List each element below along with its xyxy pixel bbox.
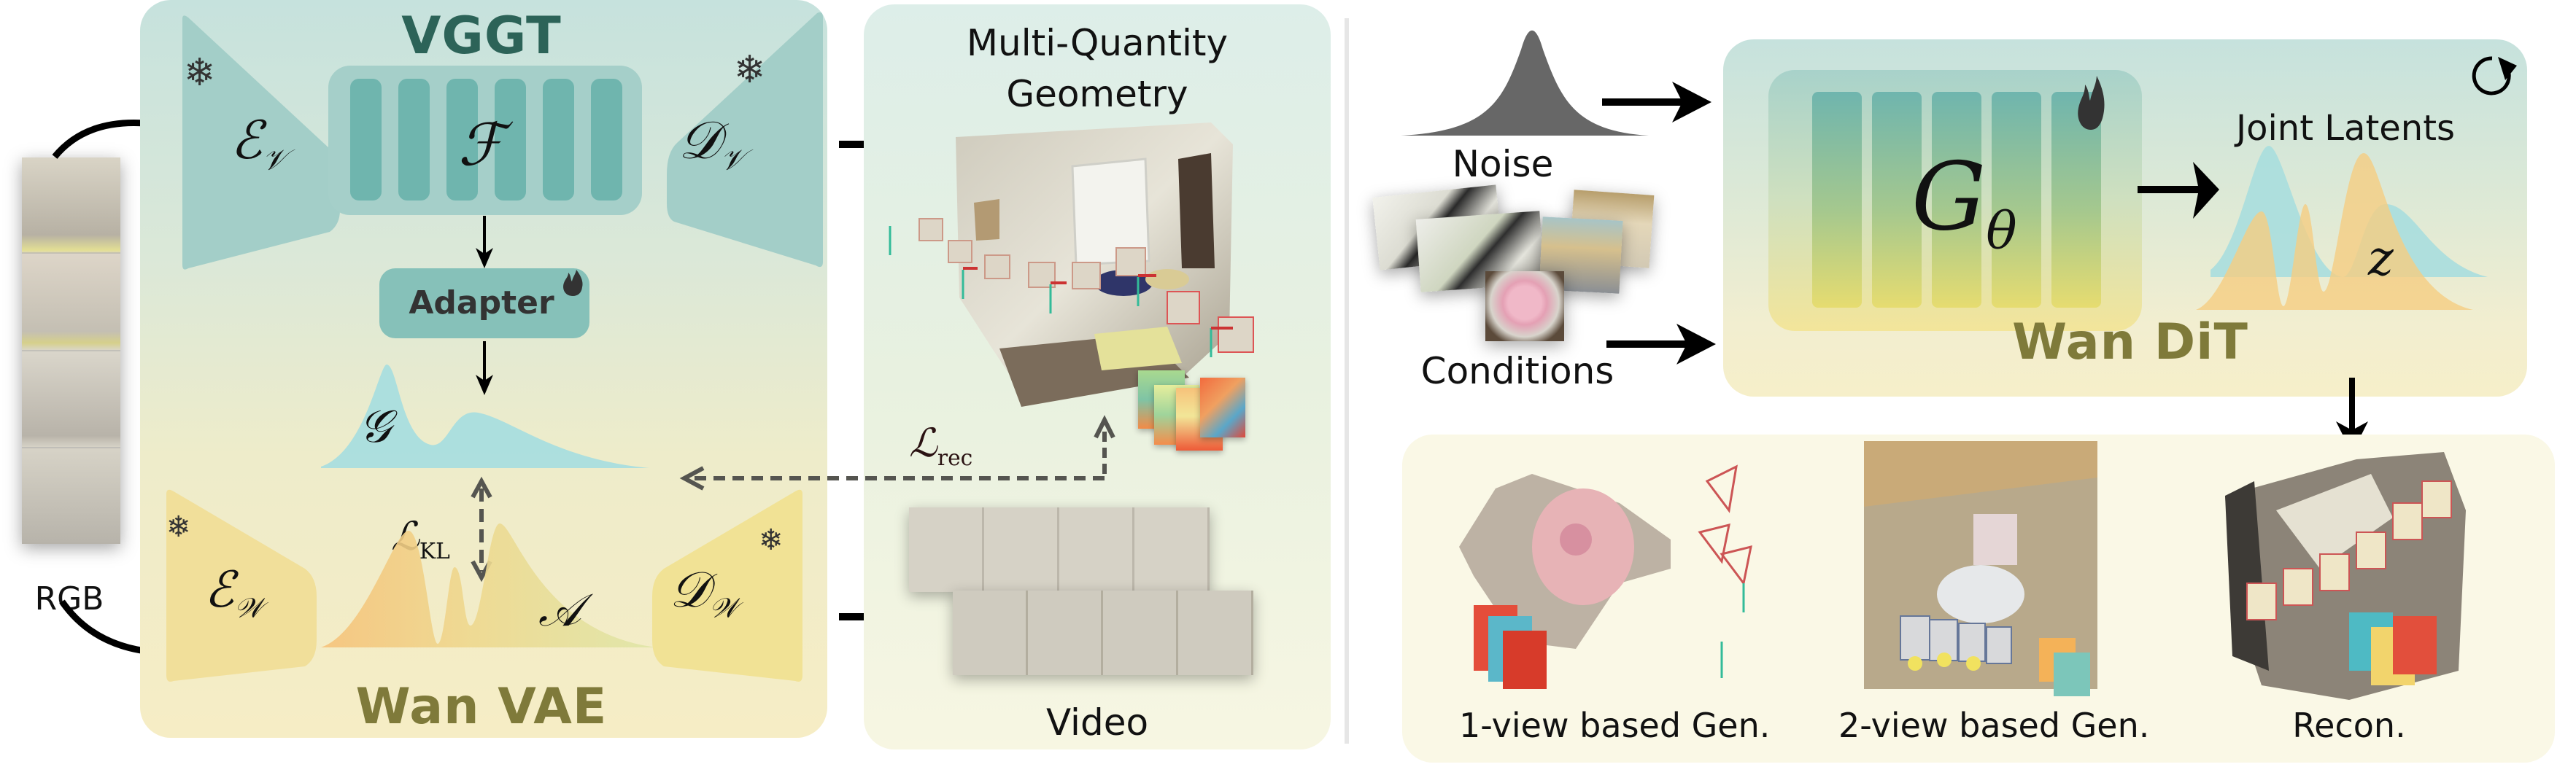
adapter-block	[379, 268, 589, 338]
video-frames	[909, 507, 1210, 592]
decoder-subscript: 𝒲	[709, 591, 738, 624]
condition-image-teddy-bear	[1485, 271, 1564, 341]
camera-trajectory	[889, 218, 1254, 357]
adapter-to-geometry-latent-arrow	[476, 341, 493, 395]
geometry-title-line2: Geometry	[1006, 73, 1188, 115]
decoder-symbol: 𝒟	[670, 561, 710, 619]
noise-distribution	[1401, 30, 1649, 136]
vggt-layer-3	[446, 79, 478, 200]
dit-layer-1	[1812, 92, 1862, 308]
vggt-backbone-symbol: ℱ	[458, 111, 504, 179]
adapter-flame-icon	[563, 270, 583, 296]
encoder-symbol: ℰ	[231, 109, 263, 171]
geometry-point-cloud	[956, 122, 1233, 407]
wan-vae-decoder-symbol: 𝒟𝒲	[670, 561, 738, 625]
dit-layer-3	[1932, 92, 1981, 308]
joint-latents-distribution	[2196, 146, 2488, 310]
dit-model-symbol: Gθ	[1911, 143, 2017, 261]
encoder-symbol: ℰ	[204, 561, 235, 619]
adapter-label: Adapter	[409, 284, 554, 322]
vggt-decoder-snowflake-icon: ❄	[734, 48, 766, 92]
result-recon-point-cloud	[2225, 452, 2466, 700]
reconstruction-loss-arrow	[679, 415, 1115, 491]
geometry-latent-symbol: 𝒢	[359, 400, 392, 453]
noise-label: Noise	[1452, 143, 1554, 185]
decoder-subscript: 𝒱	[720, 143, 745, 177]
result-label-2view: 2-view based Gen.	[1838, 706, 2150, 745]
dit-to-joint-latents-arrow	[2138, 162, 2219, 219]
encoder-subscript: 𝒲	[234, 591, 263, 624]
wan-vae-encoder-symbol: ℰ𝒲	[204, 561, 263, 625]
vggt-layer-1	[350, 79, 382, 200]
wan-vae-decoder-block	[652, 489, 802, 682]
wan-vae-title: Wan VAE	[355, 678, 608, 736]
rec-loss-symbol: ℒ	[909, 420, 937, 466]
vggt-encoder-block	[182, 15, 340, 270]
geometry-latent-distribution	[321, 365, 649, 468]
decoder-symbol: 𝒟	[678, 109, 721, 171]
geometry-title-line1: Multi-Quantity	[966, 22, 1229, 64]
model-subscript: θ	[1986, 200, 2017, 261]
section-divider	[1345, 18, 1349, 744]
vggt-layer-2	[398, 79, 430, 200]
encoder-subscript: 𝒱	[262, 143, 287, 177]
noise-to-dit-arrow	[1602, 82, 1711, 122]
wan-vae-encoder-block	[166, 489, 317, 682]
conditions-to-dit-arrow	[1606, 324, 1716, 365]
backbone-to-adapter-arrow	[476, 216, 493, 268]
reconstruction-loss-label: ℒrec	[909, 420, 972, 471]
kl-loss-subscript: KL	[419, 538, 450, 564]
video-label: Video	[1045, 701, 1149, 744]
rgb-frame-separators	[22, 252, 120, 448]
joint-latents-label: Joint Latents	[2235, 108, 2456, 149]
result-2view-point-cloud	[1864, 441, 2097, 696]
vggt-layer-4	[495, 79, 526, 200]
vggt-title: VGGT	[401, 6, 562, 66]
result-1view-point-cloud	[1459, 464, 1752, 689]
iterative-loop-icon	[2472, 56, 2517, 96]
video-frames-row-2	[953, 591, 1253, 675]
joint-latent-symbol: z	[2368, 230, 2394, 287]
vggt-layer-5	[543, 79, 574, 200]
dit-layer-2	[1872, 92, 1922, 308]
dit-backbone-layers	[1812, 92, 2104, 308]
wan-vae-decoder-snowflake-icon: ❄	[759, 523, 784, 557]
result-label-recon: Recon.	[2292, 706, 2406, 745]
appearance-latent-distribution	[321, 523, 657, 647]
model-symbol: G	[1911, 143, 1987, 252]
depth-map-4	[1200, 378, 1245, 437]
vggt-encoder-symbol: ℰ𝒱	[231, 109, 287, 176]
wan-vae-encoder-snowflake-icon: ❄	[166, 510, 191, 544]
vggt-layer-6	[591, 79, 622, 200]
vggt-decoder-block	[667, 12, 823, 268]
vggt-decoder-symbol: 𝒟𝒱	[678, 109, 744, 176]
vggt-encoder-snowflake-icon: ❄	[184, 51, 216, 95]
conditions-label: Conditions	[1420, 350, 1614, 392]
result-label-1view: 1-view based Gen.	[1459, 706, 1771, 745]
appearance-latent-symbol: 𝒜	[538, 583, 581, 636]
dit-layer-4	[1992, 92, 2041, 308]
dit-flame-icon	[2078, 76, 2105, 130]
rec-loss-subscript: rec	[937, 445, 973, 471]
vggt-backbone-layers	[350, 79, 622, 200]
wan-dit-title: Wan DiT	[2012, 313, 2248, 371]
